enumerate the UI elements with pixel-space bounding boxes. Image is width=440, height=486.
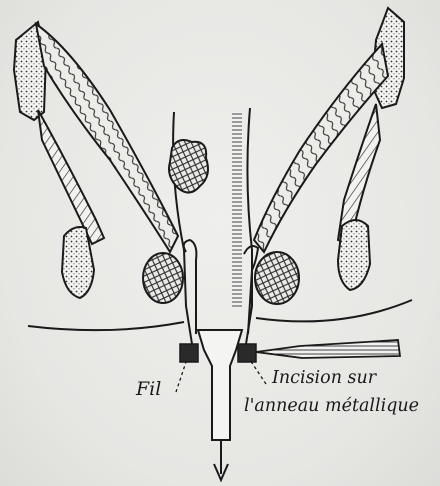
right-ischial-bone [338, 220, 370, 290]
metal-ring-tube [198, 330, 242, 440]
incision-leader-line [250, 360, 266, 384]
fil-leader-line [176, 362, 186, 392]
right-ligature-knot [238, 344, 256, 362]
right-sphincter-muscle [255, 252, 299, 304]
rectal-mucosa [232, 112, 242, 308]
left-sphincter-muscle [143, 253, 183, 303]
left-ligature-knot [180, 344, 198, 362]
skin-line [28, 300, 412, 330]
left-levator-muscle [36, 24, 178, 252]
fil-label: Fil [136, 378, 161, 400]
hemorrhoidal-mass [169, 140, 208, 193]
incision-label-line2: l'anneau métallique [244, 396, 419, 416]
incision-label-line1: Incision sur [272, 368, 376, 388]
